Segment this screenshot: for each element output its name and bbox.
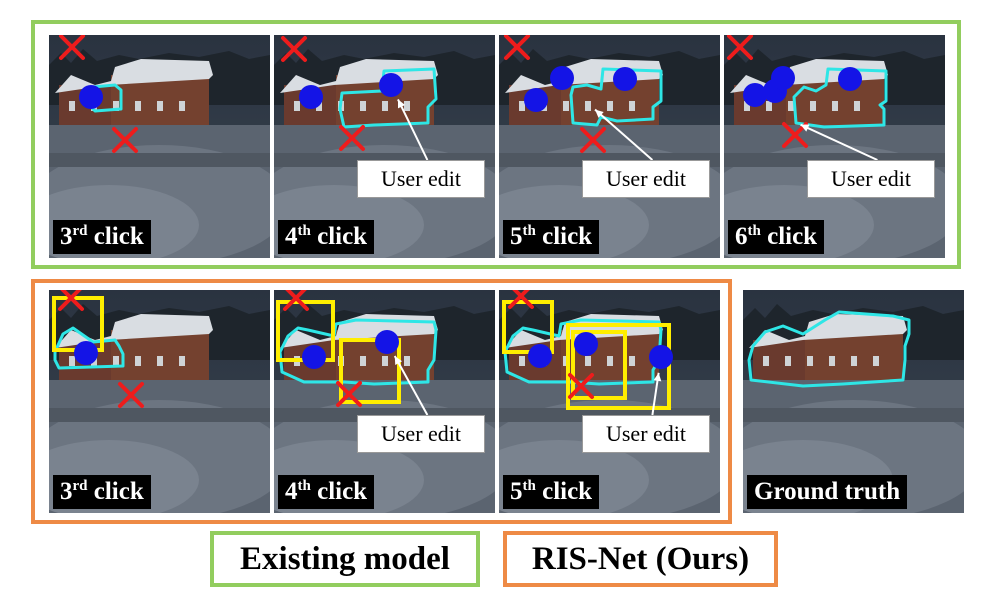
bounding-box-icon (566, 323, 671, 410)
positive-click-dot-icon (528, 344, 552, 368)
bounding-box-icon (339, 338, 401, 404)
click-ordinal: 4 (285, 478, 298, 505)
negative-click-cross-icon (58, 290, 84, 311)
positive-click-dot-icon (302, 345, 326, 369)
ground-truth-text: Ground truth (754, 478, 901, 505)
click-ordinal-suffix: rd (72, 223, 88, 239)
segmentation-mask-outline (278, 318, 438, 386)
positive-click-dot-icon (838, 67, 862, 91)
positive-click-dot-icon (743, 83, 767, 107)
segmentation-mask-outline (747, 310, 911, 388)
negative-click-cross-icon (508, 290, 534, 309)
legend-ris-net: RIS-Net (Ours) (503, 531, 778, 587)
click-word: click (535, 478, 593, 505)
positive-click-dot-icon (79, 85, 103, 109)
click-ordinal-suffix: th (297, 223, 311, 239)
click-ordinal-suffix: th (747, 223, 761, 239)
panel-ground-truth: Ground truth (743, 290, 964, 513)
click-ordinal-suffix: th (522, 223, 536, 239)
negative-click-cross-icon (112, 127, 138, 153)
panel-existing-click-5: User edit 5th click (499, 35, 720, 258)
click-ordinal: 6 (735, 223, 748, 250)
click-ordinal-suffix: rd (72, 478, 88, 494)
ris-net-frame (31, 279, 732, 524)
positive-click-dot-icon (375, 330, 399, 354)
bounding-box-icon (571, 330, 627, 400)
positive-click-dot-icon (550, 66, 574, 90)
positive-click-dot-icon (771, 66, 795, 90)
positive-click-dot-icon (524, 88, 548, 112)
user-edit-callout: User edit (582, 160, 710, 198)
user-edit-callout: User edit (807, 160, 935, 198)
user-edit-callout: User edit (357, 160, 485, 198)
negative-click-cross-icon (339, 125, 365, 151)
edit-arrow-icon (651, 372, 662, 416)
panel-existing-click-4: User edit 4th click (274, 35, 495, 258)
positive-click-dot-icon (74, 341, 98, 365)
segmentation-mask-outline (503, 318, 663, 386)
panel-existing-click-6: User edit 6th click (724, 35, 945, 258)
click-count-label: 3rd click (53, 220, 151, 254)
positive-click-dot-icon (649, 345, 673, 369)
legend-existing-label: Existing model (240, 541, 450, 577)
legend-existing-model: Existing model (210, 531, 480, 587)
existing-model-frame (31, 20, 961, 269)
click-ordinal-suffix: th (297, 478, 311, 494)
click-count-label: 4th click (278, 475, 375, 509)
edit-arrow-icon (594, 108, 654, 161)
click-ordinal: 3 (60, 478, 73, 505)
click-ordinal: 4 (285, 223, 298, 250)
click-word: click (87, 223, 144, 250)
click-ordinal: 5 (510, 478, 523, 505)
segmentation-mask-outline (53, 326, 125, 370)
click-word: click (87, 478, 144, 505)
click-count-label: 6th click (728, 220, 825, 254)
negative-click-cross-icon (504, 35, 530, 60)
click-count-label: 4th click (278, 220, 375, 254)
click-ordinal: 5 (510, 223, 523, 250)
panel-ris-click-4: User edit 4th click (274, 290, 495, 513)
negative-click-cross-icon (59, 35, 85, 60)
click-count-label: 5th click (503, 220, 600, 254)
negative-click-cross-icon (782, 122, 808, 148)
edit-arrow-icon (800, 123, 878, 161)
negative-click-cross-icon (283, 290, 309, 311)
click-count-label: 3rd click (53, 475, 151, 509)
edit-arrow-icon (397, 98, 429, 161)
click-ordinal-suffix: th (522, 478, 536, 494)
segmentation-mask-outline (569, 67, 663, 127)
panel-ris-click-5: User edit 5th click (499, 290, 720, 513)
positive-click-dot-icon (299, 85, 323, 109)
negative-click-cross-icon (281, 36, 307, 62)
click-word: click (310, 478, 368, 505)
positive-click-dot-icon (379, 73, 403, 97)
negative-click-cross-icon (118, 382, 144, 408)
edit-arrow-icon (393, 355, 429, 416)
negative-click-cross-icon (568, 373, 594, 399)
negative-click-cross-icon (336, 381, 362, 407)
user-edit-callout: User edit (357, 415, 485, 453)
negative-click-cross-icon (580, 127, 606, 153)
click-word: click (535, 223, 593, 250)
panel-existing-click-3: 3rd click (49, 35, 270, 258)
user-edit-callout: User edit (582, 415, 710, 453)
click-count-label: 5th click (503, 475, 600, 509)
click-word: click (760, 223, 818, 250)
positive-click-dot-icon (613, 67, 637, 91)
panel-ris-click-3: 3rd click (49, 290, 270, 513)
positive-click-dot-icon (574, 332, 598, 356)
ground-truth-label: Ground truth (747, 475, 908, 509)
click-ordinal: 3 (60, 223, 73, 250)
segmentation-mask-outline (792, 67, 888, 129)
legend-ris-label: RIS-Net (Ours) (531, 541, 750, 577)
click-word: click (310, 223, 368, 250)
negative-click-cross-icon (727, 35, 753, 60)
